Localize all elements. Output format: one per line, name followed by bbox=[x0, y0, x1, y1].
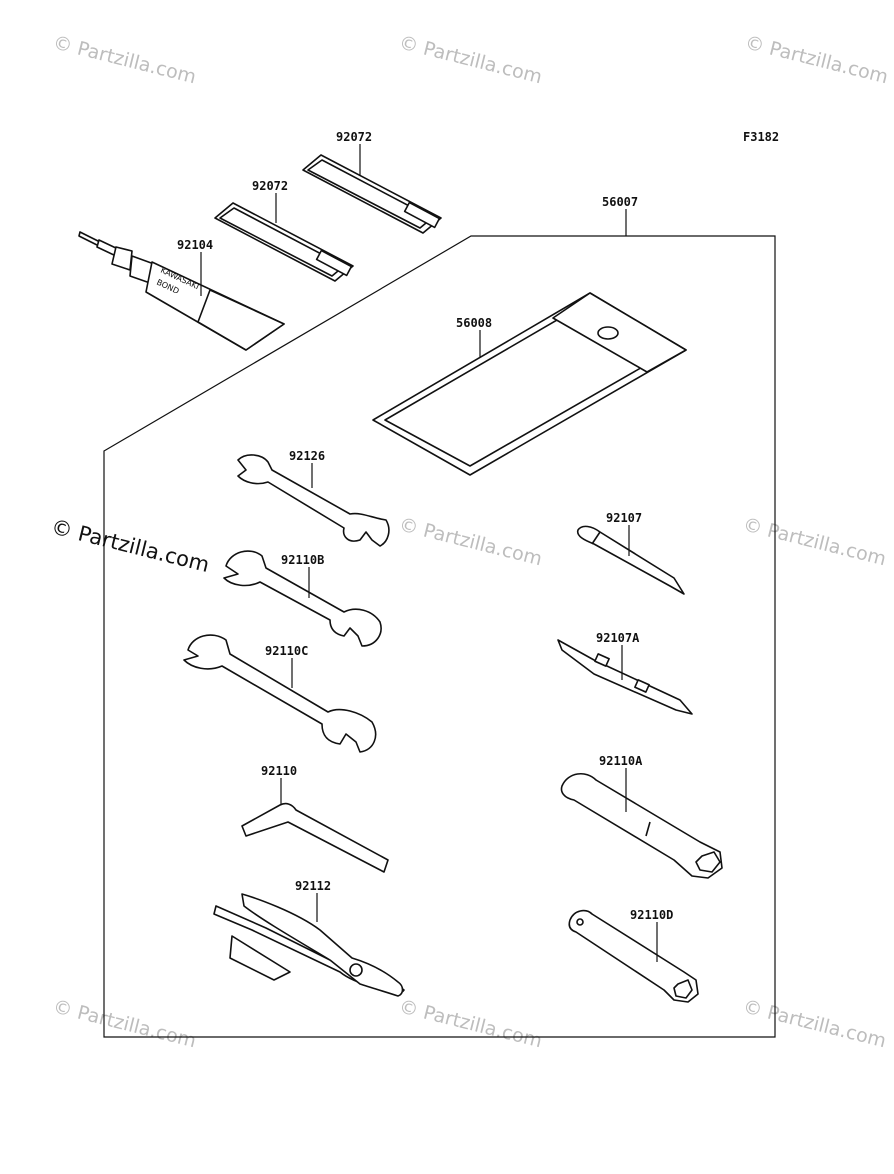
screwdriver-92107 bbox=[576, 525, 685, 595]
part-number-label: 92112 bbox=[295, 879, 331, 893]
box-wrench-92110a bbox=[560, 773, 723, 879]
part-number-label: 92126 bbox=[289, 449, 325, 463]
watermark: © Partzilla.com bbox=[743, 32, 891, 89]
part-number-label: 56007 bbox=[602, 195, 638, 209]
tool-pouch bbox=[372, 292, 687, 476]
wrench-92126 bbox=[237, 454, 390, 547]
pliers bbox=[213, 893, 405, 997]
leader-lines bbox=[200, 144, 658, 962]
watermark: © Partzilla.com bbox=[51, 996, 199, 1053]
bond-tube: KAWASAKI BOND bbox=[78, 231, 285, 351]
part-number-label: 92110 bbox=[261, 764, 297, 778]
watermark: © Partzilla.com bbox=[397, 514, 545, 571]
part-number-label: 56008 bbox=[456, 316, 492, 330]
watermark: © Partzilla.com bbox=[51, 32, 199, 89]
part-number-label: 92072 bbox=[336, 130, 372, 144]
hex-key bbox=[241, 802, 389, 873]
figure-code: F3182 bbox=[743, 130, 779, 144]
watermark-dark: © Partzilla.com bbox=[49, 515, 212, 577]
wrench-92110c bbox=[183, 634, 377, 753]
part-number-label: 92104 bbox=[177, 238, 213, 252]
watermarks: © Partzilla.com © Partzilla.com © Partzi… bbox=[49, 32, 891, 1053]
part-labels: 92072 92072 92104 56007 56008 92126 9211… bbox=[177, 130, 673, 922]
part-number-label: 92107A bbox=[596, 631, 640, 645]
watermark: © Partzilla.com bbox=[397, 32, 545, 89]
watermark: © Partzilla.com bbox=[741, 996, 889, 1053]
part-number-label: 92110A bbox=[599, 754, 643, 768]
watermark: © Partzilla.com bbox=[397, 996, 545, 1053]
part-number-label: 92072 bbox=[252, 179, 288, 193]
part-number-label: 92110D bbox=[630, 908, 673, 922]
strap-lower bbox=[214, 202, 354, 282]
part-number-label: 92107 bbox=[606, 511, 642, 525]
strap-upper bbox=[302, 154, 442, 234]
part-number-label: 92110C bbox=[265, 644, 308, 658]
part-number-label: 92110B bbox=[281, 553, 324, 567]
box-wrench-92110d bbox=[568, 909, 699, 1003]
kit-outline bbox=[103, 235, 776, 1038]
wrench-92110b bbox=[223, 550, 382, 647]
screwdriver-92107a bbox=[557, 639, 693, 715]
watermark: © Partzilla.com bbox=[741, 514, 889, 571]
